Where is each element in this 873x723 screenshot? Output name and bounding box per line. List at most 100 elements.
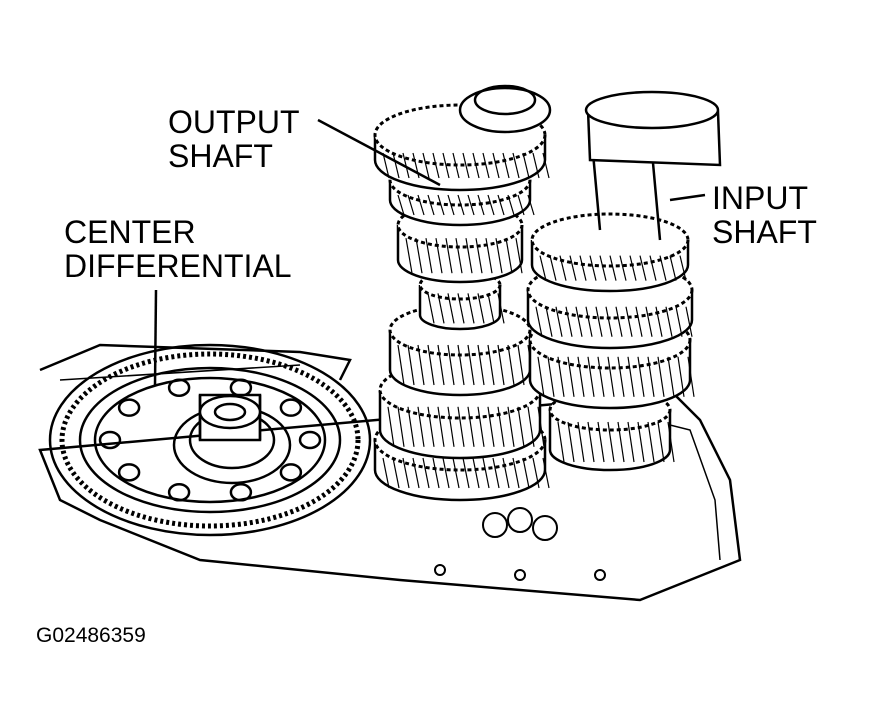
gear-tooth-line [445,238,453,274]
gear-tooth-line [665,306,673,337]
bolt [117,463,141,482]
gear-tooth-line [437,194,445,216]
gear-tooth-line [627,356,635,397]
gear-tooth-line [452,457,460,489]
gear-tooth-line [425,238,433,274]
gear-tooth-line [537,406,545,447]
gear-tooth-line [497,293,505,324]
bolt [167,378,191,397]
gear-tooth-line [542,457,550,489]
gear-tooth-line [482,152,490,179]
gear-tooth-line [487,194,495,216]
gear-tooth-line [412,457,420,489]
gear-tooth-line [539,255,547,281]
gear-tooth-line [387,406,395,447]
gear-tooth-line [442,152,450,179]
gear-tooth-line [647,421,655,463]
gear-tooth-line [457,344,465,386]
gear-tooth-line [667,356,675,397]
gear-tooth-line [685,306,693,337]
gear-tooth-line [637,421,645,463]
center-differential-leader [153,289,158,386]
gear-tooth-line [437,406,445,447]
bolt [298,430,322,450]
gear-tooth-line [507,194,515,216]
gear-tooth-line [645,306,653,337]
bolt [167,483,191,502]
gear-tooth-line [405,238,413,274]
gear-tooth-line [485,238,493,274]
gear-tooth-line [637,356,645,397]
gear-tooth-line [407,194,415,216]
gear-tooth-line [427,406,435,447]
gear-tooth-line [477,194,485,216]
gear-tooth-line [657,356,665,397]
gear-tooth-line [465,238,473,274]
gear-tooth-line [442,457,450,489]
gear-tooth-line [619,255,627,281]
gear-tooth-line [427,194,435,216]
input-shaft-leader [669,193,706,202]
gear-tooth-line [487,406,495,447]
gear-tooth-line [482,457,490,489]
gear-tooth-line [532,152,540,179]
gear-tooth-line [407,344,415,386]
gear-tooth-line [397,344,405,386]
gear-tooth-line [565,306,573,337]
gear-tooth-line [492,152,500,179]
gear-tooth-line [647,356,655,397]
gear-tooth-line [462,152,470,179]
gear-tooth-line [492,457,500,489]
gear-tooth-line [402,457,410,489]
gear-tooth-line [687,356,695,397]
gear-tooth-line [457,406,465,447]
gear-tooth-line [452,152,460,179]
input-shaft [526,90,722,472]
gear-tooth-line [417,344,425,386]
gear-tooth-line [597,356,605,397]
gear-tooth-line [415,238,423,274]
gear-tooth-line [575,306,583,337]
gear-tooth-line [515,238,523,274]
gear-tooth-line [435,238,443,274]
gear-tooth-line [675,306,683,337]
gear-tooth-line [437,344,445,386]
gear-tooth-line [422,152,430,179]
gear-tooth-line [457,194,465,216]
gear-tooth-line [477,344,485,386]
gear-tooth-line [557,356,565,397]
bolt [279,463,303,482]
gear-tooth-line [617,356,625,397]
gear-tooth-line [589,255,597,281]
bolt [229,483,253,502]
gear-tooth-line [392,457,400,489]
gear-tooth-line [477,293,485,324]
gear-tooth-line [407,406,415,447]
gear-tooth-line [567,356,575,397]
gear-tooth-line [577,356,585,397]
gear-tooth-line [527,194,535,216]
gear-tooth-line [679,255,687,281]
gear-tooth-line [549,255,557,281]
gear-tooth-line [655,306,663,337]
gear-tooth-line [522,152,530,179]
gear-tooth-line [535,306,543,337]
gear-tooth-line [659,255,667,281]
gear-tooth-line [599,255,607,281]
output-shaft [373,84,552,502]
gear-tooth-line [467,293,475,324]
gear-tooth-line [635,306,643,337]
gear-tooth-line [467,406,475,447]
gear-tooth-line [505,238,513,274]
gear-tooth-line [577,421,585,463]
gear-tooth-line [512,152,520,179]
gear-tooth-line [392,152,400,179]
gear-tooth-line [495,238,503,274]
gear-tooth-line [397,406,405,447]
gear-tooth-line [472,457,480,489]
gear-tooth-line [497,344,505,386]
gear-tooth-line [502,457,510,489]
gear-tooth-line [427,293,435,324]
